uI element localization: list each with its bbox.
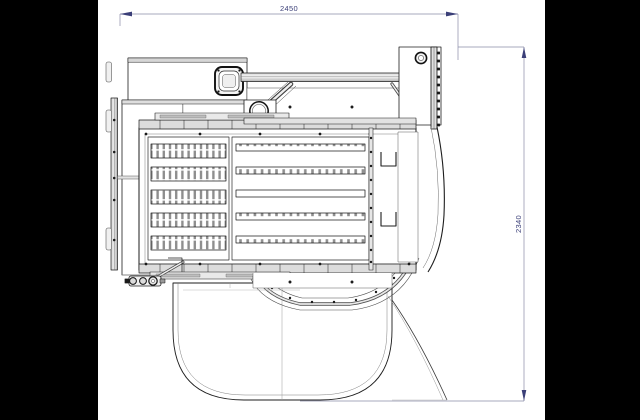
lower-bowl-hopper — [172, 282, 448, 401]
cabin-top-cap — [127, 57, 248, 63]
slot-rows — [150, 143, 227, 251]
frame-bottom-rail — [138, 263, 417, 274]
body-mounting-holes — [288, 105, 354, 109]
dimension-label-height: 2340 — [514, 215, 523, 233]
under-body-plate — [252, 273, 393, 289]
bracket-upper — [105, 109, 112, 133]
perf-rows — [235, 143, 366, 244]
bracket-top — [105, 61, 112, 83]
linkage-cylinder — [124, 257, 185, 287]
letterbox-left — [0, 0, 98, 420]
upper-deck-plate — [154, 112, 417, 125]
horizontal-beam — [240, 67, 423, 87]
handle-lower — [380, 212, 397, 227]
square-fitting-port — [214, 66, 244, 96]
arrow-right — [446, 11, 458, 17]
right-vertical-column — [398, 46, 445, 273]
bracket-lower — [105, 227, 112, 251]
handle-upper — [380, 152, 397, 167]
column-rivets — [436, 51, 440, 127]
arrow-top — [521, 47, 527, 58]
machine-assembly — [105, 46, 448, 401]
arrow-bottom — [521, 390, 527, 401]
dimension-layer — [119, 13, 525, 402]
dimension-label-width: 2450 — [280, 4, 298, 13]
arrow-left — [120, 11, 132, 17]
left-mounting-rail — [105, 61, 142, 271]
left-grille-panel — [147, 136, 230, 261]
construction-lines — [122, 274, 447, 401]
right-grille-panel — [231, 136, 370, 261]
pivot-bolt — [414, 51, 428, 65]
right-frame-rivet-strip — [368, 127, 419, 271]
letterbox-right — [545, 0, 640, 420]
dimension-arrowheads — [120, 11, 527, 401]
